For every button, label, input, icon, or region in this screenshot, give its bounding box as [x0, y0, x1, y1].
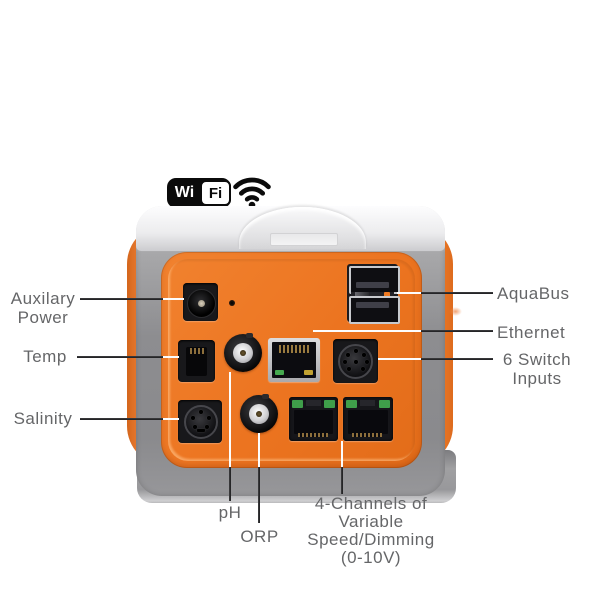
wifi-badge-left-text: Wi — [174, 184, 195, 201]
speed-rj45-port-1 — [289, 397, 338, 441]
usb-tongue — [356, 302, 389, 308]
ethernet-rj45-port — [268, 338, 320, 382]
usb-divider-strip — [351, 292, 394, 297]
din-connector — [184, 405, 218, 439]
ph-bnc-port — [224, 333, 262, 372]
bnc-bayonet-lug — [246, 333, 253, 338]
label-orp: ORP — [240, 527, 279, 546]
power-jack-ring — [187, 289, 216, 318]
aquabus-usb-port-top — [349, 266, 400, 294]
reset-hole — [229, 300, 235, 306]
rj45-green-clip — [379, 400, 390, 408]
rj45-opening — [294, 410, 333, 434]
wifi-signal-icon — [233, 177, 271, 209]
rj45-green-clip — [292, 400, 303, 408]
bnc-center-pin — [240, 350, 246, 356]
ethernet-green-led — [275, 370, 284, 375]
label-salinity: Salinity — [13, 409, 73, 428]
power-jack-pin — [198, 300, 205, 307]
rj45-gold-pins — [352, 433, 382, 437]
callout-line-aux-power — [80, 298, 163, 300]
rj45-latch — [360, 400, 375, 406]
callout-line-orp-light — [258, 433, 260, 467]
callout-line-aquabus-light — [397, 292, 421, 294]
callout-line-salinity — [80, 418, 163, 420]
power-jack-port — [183, 283, 218, 321]
label-ph: pH — [218, 503, 242, 522]
ethernet-amber-led — [304, 370, 313, 375]
callout-line-temp — [77, 356, 163, 358]
ethernet-jack-opening — [272, 342, 316, 378]
ethernet-gold-pins — [279, 345, 309, 353]
callout-line-aquabus — [421, 292, 493, 294]
callout-line-orp — [258, 467, 260, 523]
reflection-smudge — [449, 307, 462, 316]
aquabus-usb-ports — [347, 264, 400, 324]
wifi-badge-right-text: Fi — [200, 180, 231, 206]
callout-line-aux-power-light — [163, 298, 184, 300]
rj45-gold-pins — [298, 433, 328, 437]
rj11-jack-opening — [186, 347, 207, 376]
callout-line-channels-light — [341, 441, 343, 467]
aquabus-led — [384, 292, 390, 297]
aquabus-usb-port-bottom — [349, 296, 400, 324]
rj45-opening — [348, 410, 388, 434]
callout-line-switch — [421, 358, 493, 360]
callout-line-ph — [229, 467, 231, 501]
label-four-channels: 4-Channels of Variable Speed/Dimming (0-… — [307, 494, 435, 567]
rj45-latch — [306, 400, 321, 406]
orp-bnc-port — [240, 394, 278, 433]
salinity-din-port — [178, 400, 222, 443]
wifi-logo-badge: Wi Fi — [167, 178, 231, 208]
speed-rj45-port-2 — [343, 397, 393, 441]
callout-line-temp-light — [163, 356, 179, 358]
device-cap-slot — [270, 233, 338, 246]
callout-line-ethernet-light — [313, 330, 421, 332]
callout-line-channels — [341, 467, 343, 494]
usb-tongue — [356, 282, 389, 288]
label-temp: Temp — [23, 347, 67, 366]
label-ethernet: Ethernet — [497, 323, 566, 342]
label-aquabus: AquaBus — [497, 284, 570, 303]
callout-line-ethernet — [421, 330, 493, 332]
din8-connector — [338, 344, 373, 379]
switch-din8-port — [333, 339, 378, 383]
rj45-green-clip — [324, 400, 335, 408]
label-aux-power: Auxilary Power — [10, 289, 76, 327]
label-six-switch: 6 Switch Inputs — [502, 350, 572, 388]
bnc-center-pin — [256, 411, 262, 417]
callout-line-switch-light — [378, 358, 421, 360]
rj45-green-clip — [346, 400, 357, 408]
callout-line-salinity-light — [163, 418, 179, 420]
bnc-bayonet-lug — [262, 394, 269, 399]
usb-strip-shine — [355, 292, 369, 297]
temp-rj11-port — [178, 340, 215, 382]
callout-line-ph-light — [229, 372, 231, 467]
